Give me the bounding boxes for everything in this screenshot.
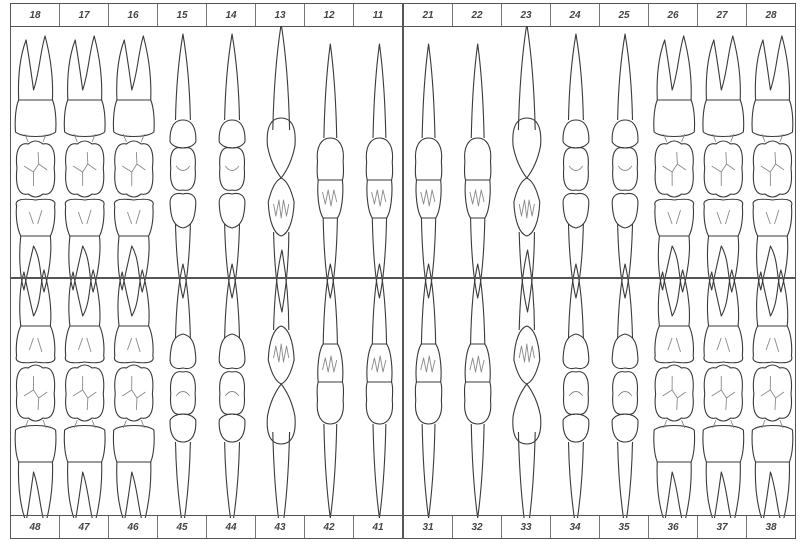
tooth-number-25: 25	[600, 4, 649, 26]
tooth-42	[317, 264, 343, 518]
tooth-number-44: 44	[207, 516, 256, 538]
tooth-number-13: 13	[256, 4, 305, 26]
tooth-number-21: 21	[404, 4, 453, 26]
tooth-36	[654, 270, 695, 518]
tooth-number-24: 24	[551, 4, 600, 26]
tooth-33	[513, 250, 541, 518]
tooth-32	[465, 264, 491, 518]
tooth-35	[612, 264, 638, 518]
tooth-21	[415, 44, 441, 298]
tooth-24	[563, 34, 589, 298]
tooth-17	[64, 36, 105, 292]
dental-chart: 18 17 16 15 14 13 12 11 21 22 23 24 25 2…	[10, 3, 796, 539]
tooth-44	[219, 264, 245, 518]
occlusal-divider	[11, 277, 795, 279]
tooth-25	[612, 34, 638, 298]
tooth-34	[563, 264, 589, 518]
tooth-27	[703, 36, 744, 292]
tooth-48	[15, 270, 56, 518]
tooth-number-31: 31	[404, 516, 453, 538]
tooth-number-17: 17	[60, 4, 109, 26]
tooth-46	[113, 270, 154, 518]
tooth-number-28: 28	[747, 4, 795, 26]
tooth-number-48: 48	[11, 516, 60, 538]
tooth-number-11: 11	[354, 4, 404, 26]
tooth-31	[415, 264, 441, 518]
tooth-number-23: 23	[502, 4, 551, 26]
tooth-38	[752, 270, 793, 518]
tooth-number-43: 43	[256, 516, 305, 538]
upper-tooth-numbers: 18 17 16 15 14 13 12 11 21 22 23 24 25 2…	[11, 4, 795, 27]
tooth-number-42: 42	[305, 516, 354, 538]
tooth-11	[366, 44, 392, 298]
tooth-43	[267, 250, 295, 518]
tooth-number-37: 37	[698, 516, 747, 538]
teeth-drawing	[11, 26, 797, 518]
tooth-13	[267, 26, 295, 312]
tooth-47	[64, 270, 105, 518]
tooth-28	[752, 36, 793, 292]
tooth-number-14: 14	[207, 4, 256, 26]
tooth-16	[113, 36, 154, 292]
tooth-number-47: 47	[60, 516, 109, 538]
tooth-number-26: 26	[649, 4, 698, 26]
tooth-41	[366, 264, 392, 518]
tooth-number-36: 36	[649, 516, 698, 538]
midline-divider	[402, 26, 404, 516]
tooth-number-41: 41	[354, 516, 404, 538]
tooth-number-46: 46	[109, 516, 158, 538]
tooth-22	[465, 44, 491, 298]
tooth-number-33: 33	[502, 516, 551, 538]
tooth-number-34: 34	[551, 516, 600, 538]
tooth-12	[317, 44, 343, 298]
tooth-number-12: 12	[305, 4, 354, 26]
tooth-18	[15, 36, 56, 292]
tooth-number-32: 32	[453, 516, 502, 538]
tooth-number-16: 16	[109, 4, 158, 26]
tooth-15	[170, 34, 196, 298]
tooth-number-45: 45	[158, 516, 207, 538]
tooth-number-27: 27	[698, 4, 747, 26]
tooth-number-22: 22	[453, 4, 502, 26]
tooth-number-38: 38	[747, 516, 795, 538]
tooth-number-15: 15	[158, 4, 207, 26]
tooth-14	[219, 34, 245, 298]
lower-tooth-numbers: 48 47 46 45 44 43 42 41 31 32 33 34 35 3…	[11, 515, 795, 538]
tooth-number-35: 35	[600, 516, 649, 538]
tooth-23	[513, 26, 541, 312]
tooth-number-18: 18	[11, 4, 60, 26]
tooth-45	[170, 264, 196, 518]
tooth-26	[654, 36, 695, 292]
tooth-37	[703, 270, 744, 518]
